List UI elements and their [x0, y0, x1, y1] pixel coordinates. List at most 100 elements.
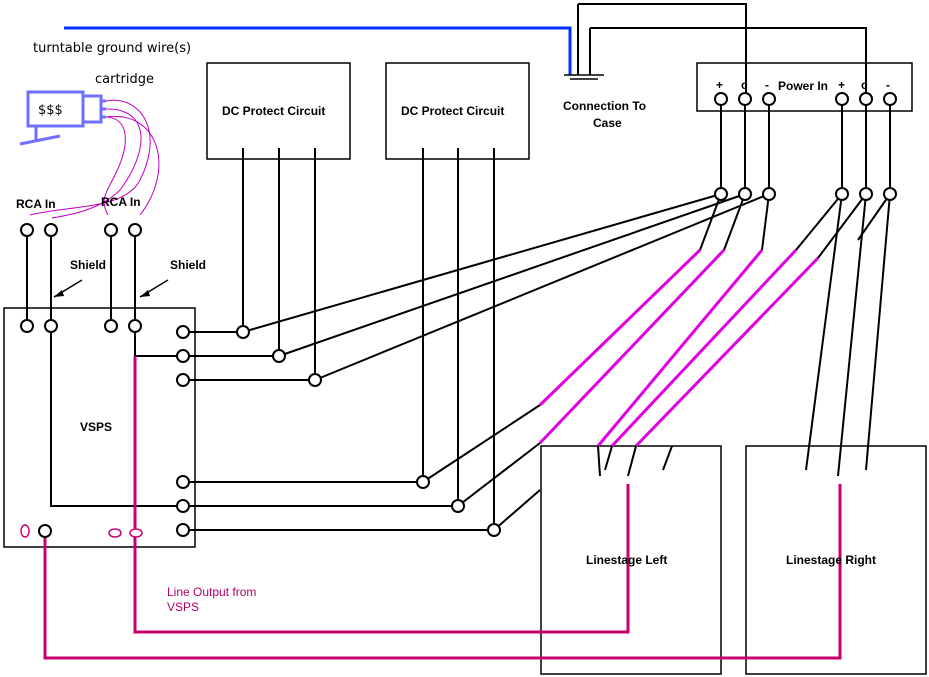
rca-terminal-1: [20, 223, 34, 237]
cartridge-icon: [19, 90, 106, 146]
stub-6: [857, 193, 891, 241]
dist-terminal-2: [738, 187, 752, 201]
dc2-power-wire-2: [457, 442, 541, 507]
power-in-terminal-1: [714, 92, 728, 106]
rca-in-label-right: RCA In: [101, 195, 141, 209]
ls-right-lead-2: [837, 193, 867, 477]
power-in-terminal-5: [859, 92, 873, 106]
line-output-left-channel: [43, 484, 842, 660]
dc2-junction-3: [487, 523, 501, 537]
dc1-junction-3: [308, 373, 322, 387]
dc2-power-wire-1: [422, 404, 541, 483]
stub-1: [699, 193, 722, 251]
ls-left-lead-1: [597, 445, 601, 477]
pink-lead-5: [634, 256, 820, 448]
vsps-in-terminal-2: [44, 319, 58, 333]
rca-terminal-4: [128, 223, 142, 237]
dc1-power-wire-1: [242, 193, 722, 333]
stub-2: [723, 193, 746, 251]
power-in-terminal-3: [762, 92, 776, 106]
ground-wire-label: turntable ground wire(s): [33, 41, 191, 56]
dc2-junction-1: [416, 475, 430, 489]
vsps-internal-wire-2: [134, 326, 183, 357]
power-terminal-label-5: c: [861, 78, 868, 92]
rca-terminal-3: [104, 223, 118, 237]
case-ground-wire-1: [578, 3, 747, 97]
pink-lead-4: [610, 248, 798, 448]
case-ground-wire-3: [590, 27, 867, 97]
vsps-line-out-3: [108, 528, 122, 538]
vsps-in-terminal-1: [20, 319, 34, 333]
vsps-out-terminal-5: [176, 499, 190, 513]
ls-left-lead-2: [604, 445, 613, 471]
dc1-power-wire-2: [278, 193, 746, 357]
dc2-junction-2: [451, 499, 465, 513]
vsps-internal-wire-1: [50, 326, 183, 507]
cartridge-cable-1: [29, 99, 151, 216]
vsps-line-out-4: [129, 528, 143, 538]
connection-to-case-label-1: Connection To: [563, 99, 646, 113]
dist-terminal-3: [762, 187, 776, 201]
line-output-label-2: VSPS: [167, 600, 199, 614]
rca-in-label-left: RCA In: [16, 197, 56, 211]
dc1-junction-2: [272, 349, 286, 363]
pink-lead-2: [538, 248, 726, 445]
power-terminal-label-4: +: [838, 78, 845, 92]
vsps-box: [3, 307, 196, 548]
ls-right-lead-3: [865, 193, 891, 471]
stub-3: [761, 193, 770, 251]
ls-left-lead-3: [627, 445, 637, 477]
vsps-line-out-1: [20, 524, 30, 538]
dc2-power-wire-3: [493, 489, 541, 531]
stub-4: [795, 193, 843, 251]
line-output-right-channel: [133, 356, 630, 634]
power-in-terminal-4: [835, 92, 849, 106]
dc1-junction-1: [236, 325, 250, 339]
dc-protect-label-2: DC Protect Circuit: [401, 104, 504, 118]
dc-protect-label-1: DC Protect Circuit: [222, 104, 325, 118]
pink-lead-3: [596, 249, 764, 447]
pink-lead-1: [538, 248, 702, 407]
rca-terminal-2: [44, 223, 58, 237]
shield-label-right: Shield: [170, 258, 206, 272]
vsps-line-out-2: [38, 524, 52, 538]
dist-terminal-1: [714, 187, 728, 201]
vsps-out-terminal-6: [176, 523, 190, 537]
shield-arrowhead-left: [54, 290, 64, 297]
cartridge-cable-2: [51, 108, 142, 219]
line-output-label-1: Line Output from: [167, 585, 256, 599]
power-in-label: Power In: [778, 79, 828, 93]
connection-to-case-label-2: Case: [593, 116, 622, 130]
shield-label-left: Shield: [70, 258, 106, 272]
vsps-label: VSPS: [80, 420, 112, 434]
vsps-out-terminal-3: [176, 373, 190, 387]
vsps-out-terminal-2: [176, 349, 190, 363]
dist-terminal-4: [835, 187, 849, 201]
ls-right-lead-1: [805, 193, 843, 471]
cartridge-cable-4: [105, 115, 160, 216]
dist-terminal-6: [883, 187, 897, 201]
cartridge-cable-3: [103, 116, 126, 216]
power-terminal-label-6: -: [886, 78, 890, 92]
stub-5: [817, 193, 867, 259]
ls-left-lead-4: [662, 445, 673, 471]
vsps-out-terminal-1: [176, 325, 190, 339]
power-in-box: [696, 62, 913, 112]
vsps-in-terminal-3: [104, 319, 118, 333]
cartridge-label: cartridge: [95, 72, 154, 87]
linestage-left-box: [540, 445, 722, 675]
vsps-in-terminal-4: [128, 319, 142, 333]
power-terminal-label-3: -: [765, 78, 769, 92]
power-in-terminal-6: [883, 92, 897, 106]
linestage-left-label: Linestage Left: [586, 553, 667, 567]
shield-arrowhead-right: [140, 290, 150, 297]
ground-wire-line: [64, 26, 572, 75]
dist-terminal-5: [859, 187, 873, 201]
power-terminal-label-2: c: [741, 78, 748, 92]
power-terminal-label-1: +: [716, 78, 723, 92]
linestage-right-box: [745, 445, 927, 675]
dc1-power-wire-3: [314, 193, 770, 381]
vsps-out-terminal-4: [176, 475, 190, 489]
power-in-terminal-2: [738, 92, 752, 106]
